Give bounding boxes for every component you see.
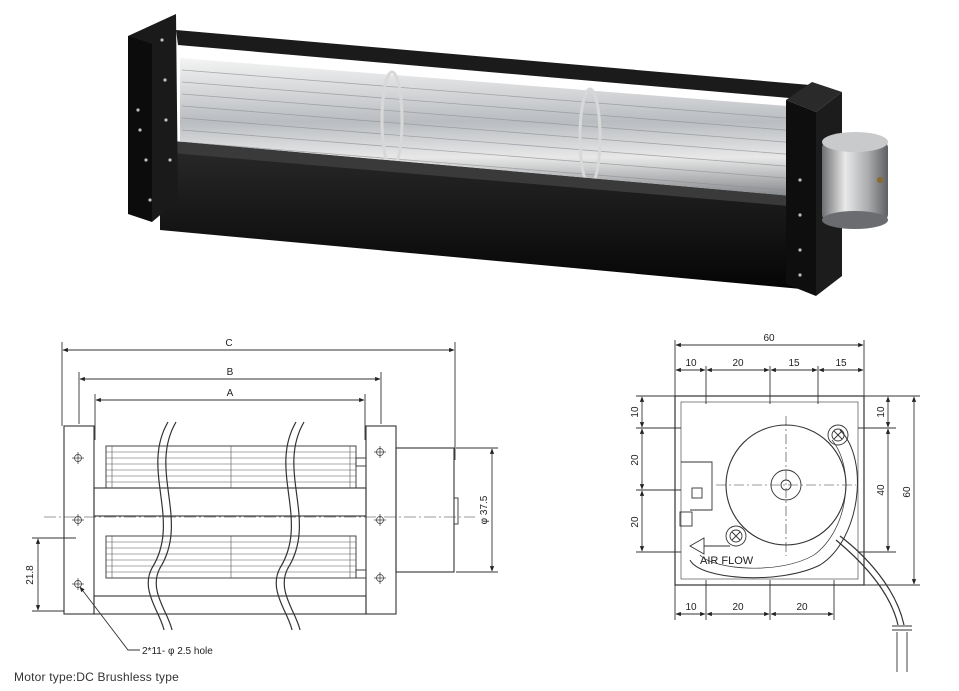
motor-type-caption: Motor type:DC Brushless type — [14, 670, 179, 684]
right-total-label: 60 — [902, 486, 913, 498]
top-seg-1-label: 10 — [685, 358, 697, 369]
motor-can — [822, 132, 888, 229]
bottom-seg-3-label: 20 — [796, 602, 808, 613]
right-end-plate — [786, 100, 816, 296]
top-seg-2-label: 20 — [732, 358, 744, 369]
dim-a-label: A — [227, 388, 234, 399]
side-view-labels: 60 10 20 15 15 10 20 20 10 40 60 10 20 2… — [630, 333, 913, 613]
left-seg-2-label: 20 — [630, 454, 641, 466]
dim-b-label: B — [227, 367, 234, 378]
rotor-blades — [180, 58, 812, 200]
side-view-drawing — [636, 340, 920, 672]
front-view-labels: C B A φ 37.5 21.8 2*11- φ 2.5 hole — [25, 338, 490, 657]
bottom-seg-2-label: 20 — [732, 602, 744, 613]
hole-note-label: 2*11- φ 2.5 hole — [142, 646, 213, 657]
top-total-label: 60 — [763, 333, 775, 344]
dim-c-label: C — [225, 338, 232, 349]
left-height-label: 21.8 — [25, 565, 36, 585]
bottom-seg-1-label: 10 — [685, 602, 697, 613]
right-small-label: 10 — [876, 406, 887, 418]
right-mid-label: 40 — [876, 484, 887, 496]
top-seg-4-label: 15 — [835, 358, 847, 369]
airflow-label: AIR FLOW — [700, 555, 754, 567]
fan-housing — [160, 140, 812, 290]
left-seg-3-label: 20 — [630, 516, 641, 528]
front-view-drawing — [32, 342, 498, 651]
top-seg-3-label: 15 — [788, 358, 800, 369]
fan-product-illustration — [128, 14, 888, 296]
left-seg-1-label: 10 — [630, 406, 641, 418]
motor-diameter-label: φ 37.5 — [479, 495, 490, 524]
